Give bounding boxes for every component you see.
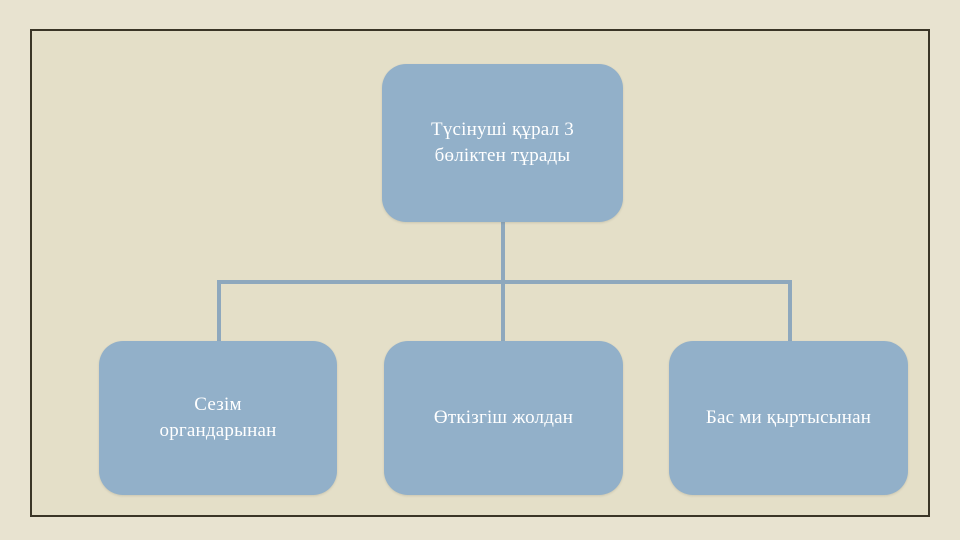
connector-branch-right (788, 280, 792, 344)
connector-branch-middle (501, 280, 505, 344)
connector-branch-left (217, 280, 221, 344)
connector-root-stem (501, 219, 505, 284)
diagram-node-child-2-label: Өткізгіш жолдан (433, 407, 574, 429)
diagram-node-child-1-label: Сезім органдарынан (159, 394, 277, 441)
diagram-node-root[interactable]: Түсінуші құрал 3 бөліктен тұрады (382, 64, 623, 222)
diagram-node-child-3[interactable]: Бас ми қыртысынан (669, 341, 908, 495)
diagram-node-root-label: Түсінуші құрал 3 бөліктен тұрады (431, 119, 574, 166)
diagram-node-child-1[interactable]: Сезім органдарынан (99, 341, 337, 495)
slide-content-frame: Түсінуші құрал 3 бөліктен тұрады Сезім о… (30, 29, 930, 517)
diagram-node-child-3-label: Бас ми қыртысынан (705, 407, 872, 429)
diagram-node-child-2[interactable]: Өткізгіш жолдан (384, 341, 623, 495)
